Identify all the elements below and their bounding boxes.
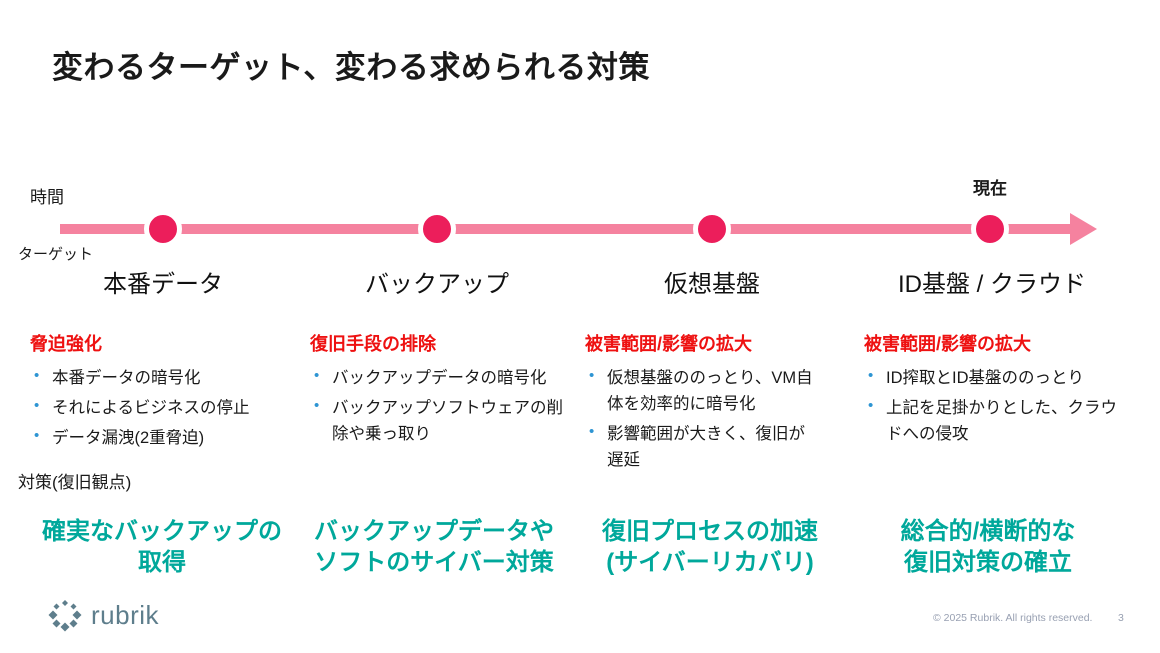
measure-line: 確実なバックアップの bbox=[42, 518, 282, 545]
timeline-line bbox=[60, 224, 1073, 234]
threat-bullet-list: バックアップデータの暗号化 バックアップソフトウェアの削除や乗っ取り bbox=[308, 364, 566, 447]
threat-bullet: 影響範囲が大きく、復旧が遅延 bbox=[583, 420, 819, 473]
timeline-dot-1 bbox=[144, 210, 182, 248]
threat-column-3: 被害範囲/影響の拡大 仮想基盤ののっとり、VM自体を効率的に暗号化 影響範囲が大… bbox=[583, 330, 819, 477]
measure-line: バックアップデータや bbox=[314, 518, 554, 545]
measure-statement-2: バックアップデータや ソフトのサイバー対策 bbox=[314, 516, 554, 578]
page-title: 変わるターゲット、変わる求められる対策 bbox=[52, 50, 650, 85]
timeline-dot-3 bbox=[693, 210, 731, 248]
timeline-dot-2 bbox=[418, 210, 456, 248]
measure-line: 復旧プロセスの加速 bbox=[602, 518, 818, 545]
measure-line: ソフトのサイバー対策 bbox=[314, 549, 554, 577]
timeline-dot-4 bbox=[971, 210, 1009, 248]
timeline-arrowhead-icon bbox=[1070, 213, 1097, 245]
threat-title: 被害範囲/影響の拡大 bbox=[864, 334, 1032, 354]
target-label-backup: バックアップ bbox=[365, 271, 509, 298]
threat-bullet-list: ID搾取とID基盤ののっとり 上記を足掛かりとした、クラウドへの侵攻 bbox=[862, 364, 1122, 447]
threat-bullet-list: 仮想基盤ののっとり、VM自体を効率的に暗号化 影響範囲が大きく、復旧が遅延 bbox=[583, 364, 819, 473]
measure-statement-4: 総合的/横断的な 復旧対策の確立 bbox=[901, 516, 1076, 578]
page-number: 3 bbox=[1118, 612, 1124, 624]
timeline-now-label: 現在 bbox=[973, 179, 1007, 198]
threat-bullet: それによるビジネスの停止 bbox=[28, 394, 286, 421]
measure-statement-3: 復旧プロセスの加速 (サイバーリカバリ) bbox=[602, 516, 818, 578]
rubrik-logo-wordmark: rubrik bbox=[91, 599, 160, 630]
threat-column-2: 復旧手段の排除 バックアップデータの暗号化 バックアップソフトウェアの削除や乗っ… bbox=[308, 330, 566, 451]
threat-title: 復旧手段の排除 bbox=[310, 334, 436, 354]
target-label-production-data: 本番データ bbox=[103, 271, 223, 298]
threat-title: 被害範囲/影響の拡大 bbox=[585, 334, 753, 354]
copyright-text: © 2025 Rubrik. All rights reserved. bbox=[933, 612, 1093, 624]
threat-bullet-list: 本番データの暗号化 それによるビジネスの停止 データ漏洩(2重脅迫) bbox=[28, 364, 286, 451]
threat-bullet: 仮想基盤ののっとり、VM自体を効率的に暗号化 bbox=[583, 364, 819, 417]
measure-line: (サイバーリカバリ) bbox=[606, 549, 814, 577]
threat-column-4: 被害範囲/影響の拡大 ID搾取とID基盤ののっとり 上記を足掛かりとした、クラウ… bbox=[862, 330, 1122, 451]
threat-bullet: データ漏洩(2重脅迫) bbox=[28, 424, 286, 451]
threat-title: 脅迫強化 bbox=[30, 334, 102, 354]
threat-column-1: 脅迫強化 本番データの暗号化 それによるビジネスの停止 データ漏洩(2重脅迫) bbox=[28, 330, 286, 455]
target-label-virtual-infra: 仮想基盤 bbox=[664, 271, 760, 298]
measures-axis-label: 対策(復旧観点) bbox=[18, 473, 132, 492]
threat-bullet: ID搾取とID基盤ののっとり bbox=[862, 364, 1122, 391]
threat-bullet: 本番データの暗号化 bbox=[28, 364, 286, 391]
measure-line: 復旧対策の確立 bbox=[903, 549, 1072, 577]
threat-bullet: バックアップデータの暗号化 bbox=[308, 364, 566, 391]
measure-line: 総合的/横断的な bbox=[900, 518, 1076, 545]
timeline-target-axis-label: ターゲット bbox=[18, 246, 94, 263]
threat-bullet: 上記を足掛かりとした、クラウドへの侵攻 bbox=[862, 394, 1122, 447]
measure-statement-1: 確実なバックアップの 取得 bbox=[42, 516, 282, 578]
rubrik-logo-icon bbox=[48, 600, 82, 632]
measure-line: 取得 bbox=[138, 549, 186, 577]
threat-bullet: バックアップソフトウェアの削除や乗っ取り bbox=[308, 394, 566, 447]
timeline-time-label: 時間 bbox=[30, 188, 64, 207]
rubrik-logo: rubrik bbox=[48, 598, 159, 632]
target-label-id-cloud: ID基盤 / クラウド bbox=[897, 271, 1087, 298]
